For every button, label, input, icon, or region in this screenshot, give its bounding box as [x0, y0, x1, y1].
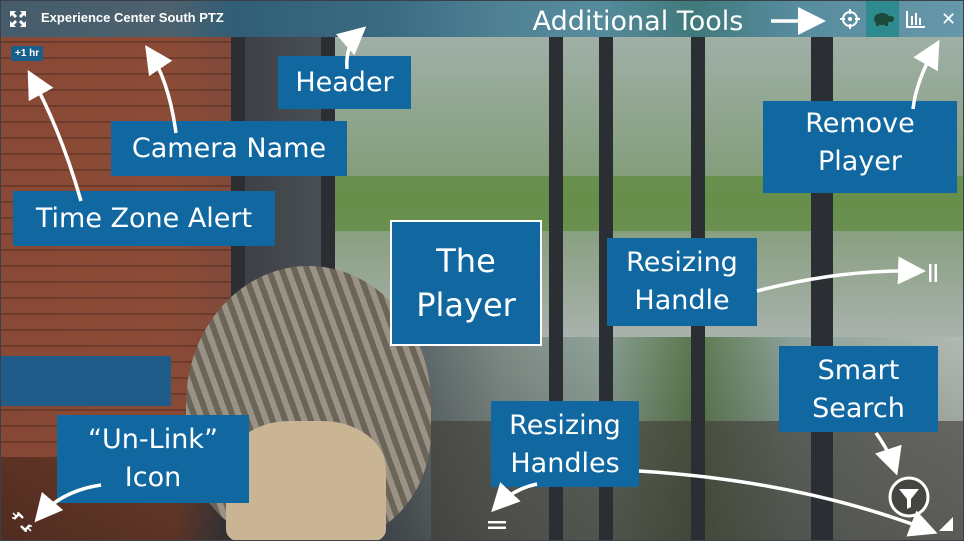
remove-player-button[interactable]: ✕	[932, 1, 963, 37]
annotation-resizing-handles: Resizing Handles	[491, 401, 639, 487]
annotation-line: Handles	[510, 448, 620, 479]
annotation-line: Resizing	[509, 410, 621, 441]
arrow-resizing-handle	[756, 256, 926, 293]
annotation-line: Handle	[634, 285, 730, 316]
time-zone-badge: +1 hr	[11, 46, 44, 61]
camera-name: Experience Center South PTZ	[41, 10, 224, 25]
annotation-additional-tools: Additional Tools	[532, 6, 744, 37]
annotation-line: The	[436, 242, 496, 280]
annotation-line: Remove	[805, 108, 915, 139]
arrow-camera-name	[145, 45, 178, 134]
expand-icon[interactable]	[9, 10, 27, 28]
ptz-tool-button[interactable]	[833, 1, 866, 37]
arrow-time-zone-alert	[27, 69, 83, 202]
annotation-line: Search	[812, 393, 905, 424]
close-icon: ✕	[940, 8, 957, 30]
slow-speed-button[interactable]	[866, 1, 899, 37]
arrow-resizing-handles-corner	[638, 469, 938, 537]
annotation-time-zone-alert: Time Zone Alert	[13, 191, 275, 246]
right-resize-handle[interactable]	[928, 264, 938, 282]
annotation-resizing-handle: Resizing Handle	[607, 238, 757, 326]
annotation-remove-player: Remove Player	[763, 101, 957, 193]
ping-pong-table	[1, 356, 171, 406]
corner-resize-handle[interactable]	[939, 517, 953, 531]
arrow-resizing-handles-bottom	[491, 482, 538, 513]
chair-cushion	[226, 421, 386, 540]
annotation-line: Player	[817, 146, 903, 177]
annotation-smart-search: Smart Search	[779, 346, 938, 432]
arrow-unlink	[34, 483, 102, 523]
annotation-line: Player	[416, 286, 516, 324]
annotation-line: “Un-Link”	[88, 424, 218, 455]
annotation-camera-name: Camera Name	[111, 121, 347, 176]
annotation-the-player: The Player	[390, 220, 542, 346]
annotation-line: Icon	[124, 462, 182, 493]
arrow-remove-player	[911, 39, 940, 110]
arrow-smart-search	[874, 431, 902, 476]
annotation-header: Header	[278, 56, 411, 109]
unlink-icon[interactable]	[11, 511, 33, 533]
turtle-icon	[873, 13, 894, 26]
annotation-line: Smart	[817, 355, 900, 386]
annotation-line: Resizing	[626, 247, 738, 278]
arrow-header	[335, 26, 367, 70]
bar-chart-icon	[905, 11, 925, 28]
stats-button[interactable]	[899, 1, 932, 37]
crosshair-icon	[839, 9, 860, 29]
additional-tools: ✕	[833, 1, 963, 37]
bottom-resize-handle[interactable]	[488, 520, 506, 530]
